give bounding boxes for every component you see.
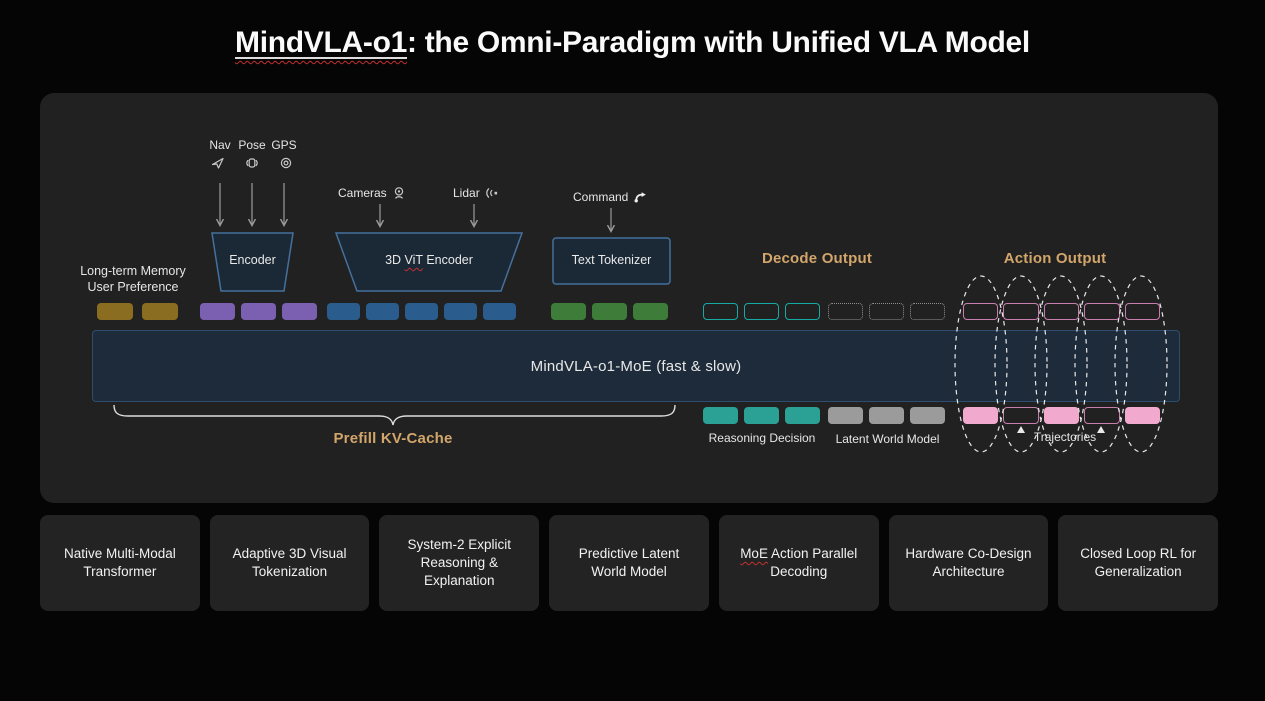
memory-tokens <box>97 303 178 320</box>
token-pose-3 <box>282 303 317 320</box>
memory-label: Long-term Memory User Preference <box>80 264 186 295</box>
nav-label: Nav <box>209 138 231 152</box>
token-action-top-1 <box>963 303 999 320</box>
latent-output-tokens <box>828 407 945 424</box>
vision-tokens <box>327 303 516 320</box>
token-action-out-5 <box>1125 407 1160 424</box>
token-text-1 <box>551 303 586 320</box>
title-model-name: MindVLA-o1 <box>235 26 407 59</box>
pose-tokens <box>200 303 317 320</box>
token-action-out-1 <box>963 407 998 424</box>
token-latent-out-3 <box>910 407 945 424</box>
pose-label: Pose <box>238 138 266 152</box>
token-reasoning-out-1 <box>703 407 738 424</box>
token-decode-reasoning-2 <box>744 303 779 320</box>
token-latent-out-1 <box>828 407 863 424</box>
feature-card-6: Hardware Co-Design Architecture <box>888 515 1049 611</box>
trajectory-output-tokens <box>963 407 1160 424</box>
token-decode-reasoning-3 <box>785 303 820 320</box>
token-pose-1 <box>200 303 235 320</box>
feature-card-7: Closed Loop RL for Generalization <box>1058 515 1219 611</box>
decode-latent-tokens <box>828 303 945 320</box>
token-action-out-3 <box>1044 407 1079 424</box>
decode-output-label: Decode Output <box>761 250 873 267</box>
token-latent-out-2 <box>869 407 904 424</box>
token-vision-2 <box>366 303 399 320</box>
feature-card-3: System-2 Explicit Reasoning & Explanatio… <box>379 515 540 611</box>
token-memory-2 <box>142 303 178 320</box>
pose-gimbal-icon <box>246 158 258 168</box>
command-label-group: Command <box>573 190 648 204</box>
decode-reasoning-tokens <box>703 303 820 320</box>
action-input-tokens <box>963 303 1161 320</box>
token-action-out-2 <box>1002 407 1040 424</box>
prefill-kv-cache-label: Prefill KV-Cache <box>333 430 453 447</box>
reasoning-decision-label: Reasoning Decision <box>708 431 816 445</box>
token-decode-latent-2 <box>869 303 904 320</box>
token-decode-latent-3 <box>910 303 945 320</box>
token-memory-1 <box>97 303 133 320</box>
token-decode-latent-1 <box>828 303 863 320</box>
feature-card-5: MoE Action Parallel Decoding <box>718 515 879 611</box>
command-route-icon <box>634 192 647 203</box>
cameras-label: Cameras <box>338 186 387 200</box>
token-action-out-4 <box>1083 407 1121 424</box>
encoder-label: Encoder <box>229 253 276 267</box>
feature-card-2: Adaptive 3D Visual Tokenization <box>209 515 370 611</box>
text-tokenizer-label: Text Tokenizer <box>571 253 652 267</box>
command-label: Command <box>573 190 629 204</box>
page-title: MindVLA-o1: the Omni-Paradigm with Unifi… <box>0 26 1265 60</box>
token-action-top-3 <box>1043 303 1080 320</box>
moe-model-bar: MindVLA-o1-MoE (fast & slow) <box>92 330 1180 402</box>
token-vision-5 <box>483 303 516 320</box>
token-vision-1 <box>327 303 360 320</box>
action-output-label: Action Output <box>1003 250 1107 267</box>
token-decode-reasoning-1 <box>703 303 738 320</box>
token-reasoning-out-3 <box>785 407 820 424</box>
token-vision-3 <box>405 303 438 320</box>
lidar-wave-icon <box>485 188 497 198</box>
token-action-top-2 <box>1003 303 1039 320</box>
sensor-label-row: Nav Pose GPS <box>204 138 300 152</box>
feature-card-1: Native Multi-Modal Transformer <box>40 515 200 611</box>
title-rest: : the Omni-Paradigm with Unified VLA Mod… <box>407 26 1030 59</box>
token-action-top-4 <box>1084 303 1120 320</box>
token-text-3 <box>633 303 668 320</box>
moe-bar-label: MindVLA-o1-MoE (fast & slow) <box>530 357 742 375</box>
trajectories-label: Trajectories <box>1033 430 1097 444</box>
vit-encoder-label: 3D ViT Encoder <box>385 253 473 267</box>
token-action-top-5 <box>1124 303 1161 320</box>
camera-icon <box>394 187 403 199</box>
gps-eye-icon <box>280 157 292 169</box>
nav-cursor-icon <box>211 157 224 169</box>
latent-world-model-label: Latent World Model <box>835 432 940 446</box>
token-reasoning-out-2 <box>744 407 779 424</box>
text-tokens <box>551 303 668 320</box>
token-pose-2 <box>241 303 276 320</box>
feature-card-4: Predictive Latent World Model <box>549 515 709 611</box>
lidar-label: Lidar <box>453 186 480 200</box>
lidar-label-group: Lidar <box>453 186 500 200</box>
token-vision-4 <box>444 303 477 320</box>
sensor-icon-row <box>211 156 293 170</box>
reasoning-output-tokens <box>703 407 820 424</box>
token-text-2 <box>592 303 627 320</box>
cameras-label-group: Cameras <box>338 186 406 200</box>
gps-label: GPS <box>271 138 297 152</box>
